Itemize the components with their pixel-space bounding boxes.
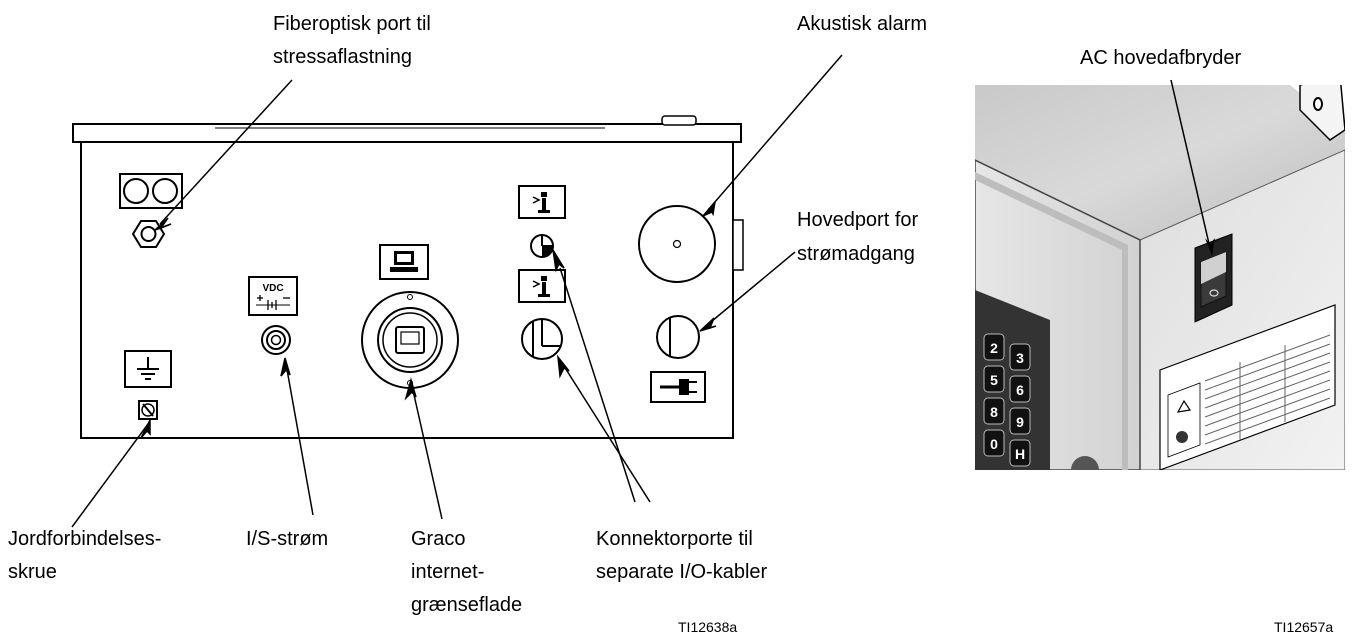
- ground-screw: [138, 400, 158, 420]
- vdc-icon: VDC: [248, 276, 298, 316]
- keypad-key-label: 6: [1016, 382, 1024, 398]
- keypad-key-label: 5: [990, 372, 998, 388]
- label-fiber-port-line1: Fiberoptisk port til: [273, 13, 431, 35]
- label-ac-switch: AC hovedafbryder: [1080, 47, 1242, 69]
- cabinet-top: [975, 85, 1345, 240]
- keypad-key: 9: [1009, 407, 1031, 435]
- keypad-key: 0: [983, 429, 1005, 457]
- keypad-key-label: 2: [990, 340, 998, 356]
- keypad-key: 3: [1009, 343, 1031, 371]
- label-ground-screw-line1: Jordforbindelses-: [8, 528, 161, 550]
- figure-code-left: TI12638a: [678, 619, 737, 635]
- io-connector-port-large: [521, 318, 563, 360]
- fiber-optic-symbol: [119, 173, 183, 209]
- keypad-key-label: 9: [1016, 414, 1024, 430]
- label-acoustic-alarm: Akustisk alarm: [797, 13, 927, 35]
- ground-icon: [124, 350, 172, 388]
- label-graco-line3: grænseflade: [411, 594, 522, 616]
- side-knob: [732, 219, 744, 271]
- computer-icon: [379, 244, 429, 280]
- label-connector-ports-line2: separate I/O-kabler: [596, 561, 768, 583]
- fiber-optic-port: [131, 220, 166, 248]
- label-ground-screw-line2: skrue: [8, 561, 57, 583]
- keypad-key: 6: [1009, 375, 1031, 403]
- mounting-bracket: [1299, 85, 1345, 141]
- label-connector-ports-line1: Konnektorporte til: [596, 528, 753, 550]
- keypad-key: 5: [983, 365, 1005, 393]
- acoustic-alarm: [638, 205, 716, 283]
- graco-internet-port: [361, 291, 459, 389]
- keypad-key: H: [1009, 439, 1031, 467]
- tower-light-icon: [518, 269, 566, 303]
- keypad-key-label: 8: [990, 404, 998, 420]
- tower-light-icon: [518, 185, 566, 219]
- label-graco-line2: internet-: [411, 561, 484, 583]
- label-graco-line1: Graco: [411, 528, 465, 550]
- main-power-port: [656, 315, 700, 359]
- keypad-key: 8: [983, 397, 1005, 425]
- lid-hinge: [661, 115, 697, 126]
- ac-main-switch: [1194, 233, 1233, 323]
- io-power-connector: [261, 325, 291, 355]
- keypad-key-label: 0: [990, 436, 998, 452]
- label-main-power-port-line2: strømadgang: [797, 243, 915, 265]
- keypad-key-label: H: [1015, 446, 1025, 462]
- keypad: 2 3 5 6 8 9 0 H: [983, 333, 1031, 467]
- io-connector-port-small: [530, 234, 554, 258]
- lid-flange: [72, 123, 742, 143]
- figure-code-right: TI12657a: [1274, 619, 1333, 635]
- cabinet-3d-view: 2 3 5 6 8 9 0 H: [975, 79, 1345, 470]
- keypad-key-label: 3: [1016, 350, 1024, 366]
- leader-lines-left: [71, 54, 843, 528]
- vdc-label: VDC: [262, 283, 283, 294]
- warning-label: [1159, 304, 1336, 470]
- power-plug-icon: [650, 371, 706, 403]
- label-io-power: I/S-strøm: [246, 528, 328, 550]
- keypad-key: 2: [983, 333, 1005, 361]
- label-fiber-port-line2: stressaflastning: [273, 46, 412, 68]
- label-main-power-port-line1: Hovedport for: [797, 209, 919, 231]
- leader-ac-switch: [1170, 79, 1211, 249]
